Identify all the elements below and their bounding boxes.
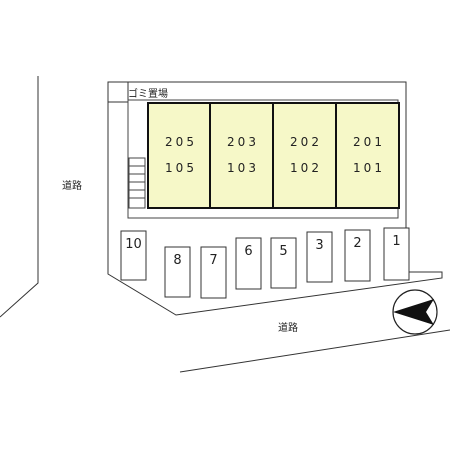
parking-space-number: 7 <box>209 253 217 268</box>
left-road-boundary <box>0 76 39 318</box>
parking-space <box>270 237 297 289</box>
parking-space <box>164 246 191 298</box>
stairs <box>128 157 146 209</box>
unit-number-lower: 102 <box>290 161 322 175</box>
unit-number-lower: 105 <box>165 161 197 175</box>
compass-arrow-icon <box>392 289 438 335</box>
unit-block <box>209 102 274 209</box>
parking-space-number: 8 <box>173 253 181 268</box>
parking-space-number: 5 <box>279 244 287 259</box>
bottom-road-boundary <box>179 329 450 373</box>
parking-space-number: 6 <box>244 244 252 259</box>
unit-number-upper: 205 <box>165 135 197 149</box>
unit-number-upper: 203 <box>227 135 259 149</box>
parking-space <box>235 237 262 290</box>
bottom-road-label: 道路 <box>278 321 298 334</box>
unit-number-lower: 101 <box>353 161 385 175</box>
parking-space-number: 2 <box>353 236 361 251</box>
parking-area: 10 8 7 6 5 3 2 1 <box>120 227 410 299</box>
parking-space <box>200 246 227 299</box>
parking-space-number: 3 <box>315 238 323 253</box>
unit-number-upper: 202 <box>290 135 322 149</box>
parking-space <box>306 231 333 283</box>
unit-block <box>147 102 212 209</box>
parking-space <box>383 227 410 281</box>
parking-space-number: 1 <box>392 234 400 249</box>
left-road-label: 道路 <box>62 179 82 192</box>
parking-space-number: 10 <box>125 237 142 252</box>
unit-number-upper: 201 <box>353 135 385 149</box>
garbage-area <box>107 81 129 103</box>
parking-space <box>120 230 147 281</box>
parking-space <box>344 229 371 282</box>
unit-block <box>335 102 400 209</box>
unit-block <box>272 102 337 209</box>
building: 205 105 203 103 202 102 201 101 <box>147 102 400 209</box>
unit-number-lower: 103 <box>227 161 259 175</box>
garbage-area-label: ゴミ置場 <box>128 87 168 100</box>
